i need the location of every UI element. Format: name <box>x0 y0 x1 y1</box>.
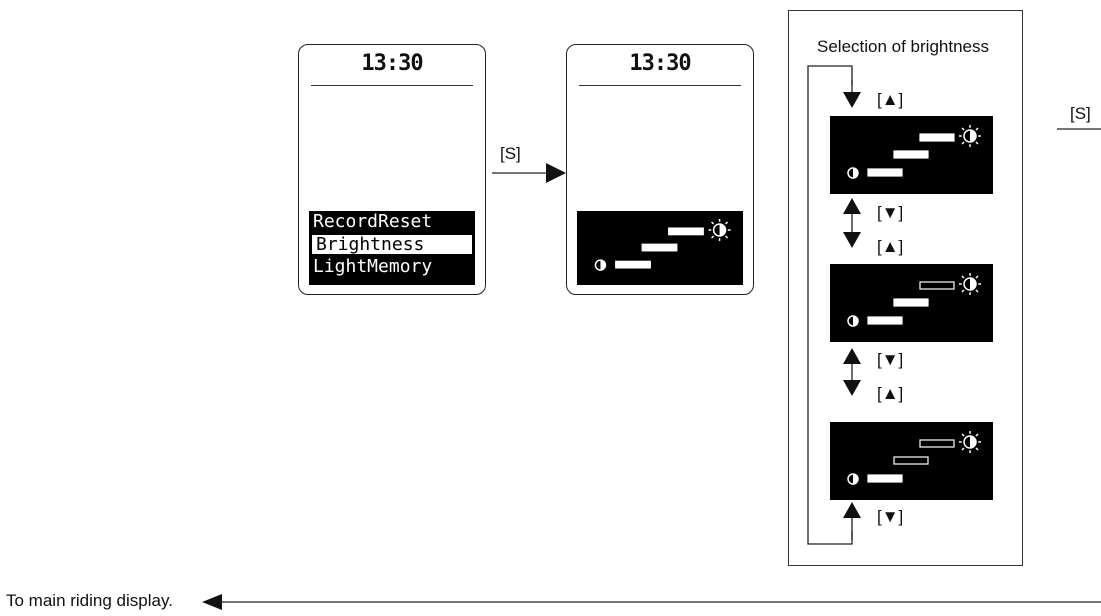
brightness-step-3 <box>668 227 704 236</box>
up-label-2: [▲] <box>877 237 904 256</box>
arrow-to-brightness-screen <box>492 163 566 183</box>
arrow-up-2 <box>843 348 861 364</box>
up-label-3: [▲] <box>877 384 904 403</box>
cycle-loop-line <box>807 65 853 545</box>
menu-item-light-memory[interactable]: LightMemory <box>313 256 433 277</box>
menu-item-brightness[interactable]: Brightness <box>311 234 473 255</box>
button-s-label-2: [S] <box>1070 104 1091 123</box>
dim-icon-half <box>853 316 858 326</box>
brightness-step-2 <box>893 150 929 159</box>
brightness-step-1 <box>867 168 903 177</box>
device-screen-brightness: 13:30 <box>566 44 754 295</box>
brightness-step-2 <box>893 298 929 307</box>
return-arrow <box>202 594 1101 610</box>
down-label-3: [▼] <box>877 507 904 526</box>
dim-icon-half <box>853 168 858 178</box>
dim-icon-half <box>853 474 858 484</box>
device-clock: 13:30 <box>361 51 423 76</box>
brightness-step-1 <box>867 474 903 483</box>
brightness-display <box>577 211 743 285</box>
arrow-exit-right <box>1057 128 1101 130</box>
clock-divider <box>579 85 741 86</box>
clock-divider <box>311 85 473 86</box>
down-label-1: [▼] <box>877 203 904 222</box>
brightness-step-2 <box>641 243 678 252</box>
settings-menu: RecordReset Brightness LightMemory <box>309 211 475 285</box>
bright-icon <box>708 218 731 241</box>
device-clock: 13:30 <box>629 51 691 76</box>
menu-item-record-reset[interactable]: RecordReset <box>313 211 433 232</box>
brightness-option-medium[interactable] <box>830 264 993 342</box>
brightness-step-1 <box>867 316 903 325</box>
panel-title: Selection of brightness <box>817 37 989 56</box>
return-label: To main riding display. <box>6 591 173 610</box>
brightness-step-1 <box>615 260 651 269</box>
device-screen-menu: 13:30 RecordReset Brightness LightMemory <box>298 44 486 295</box>
dim-icon-half <box>600 260 606 271</box>
arrow-down-3 <box>843 380 861 396</box>
brightness-level-graphic <box>594 218 731 271</box>
up-label-1: [▲] <box>877 90 904 109</box>
brightness-option-high[interactable] <box>830 116 993 194</box>
brightness-step-3 <box>919 439 955 448</box>
brightness-step-3 <box>919 133 955 142</box>
brightness-option-low[interactable] <box>830 422 993 500</box>
arrow-up-3 <box>843 502 861 518</box>
down-label-2: [▼] <box>877 350 904 369</box>
arrow-down-2 <box>843 232 861 248</box>
brightness-selection-panel: Selection of brightness <box>788 10 1023 566</box>
cycle-arrows <box>843 80 861 540</box>
button-s-label-1: [S] <box>500 144 521 163</box>
arrow-down-1 <box>843 92 861 108</box>
brightness-step-2 <box>893 456 929 465</box>
bright-icon <box>959 125 981 147</box>
bright-icon <box>959 431 981 453</box>
brightness-step-3 <box>919 281 955 290</box>
bright-icon <box>959 273 981 295</box>
arrow-up-1 <box>843 198 861 214</box>
